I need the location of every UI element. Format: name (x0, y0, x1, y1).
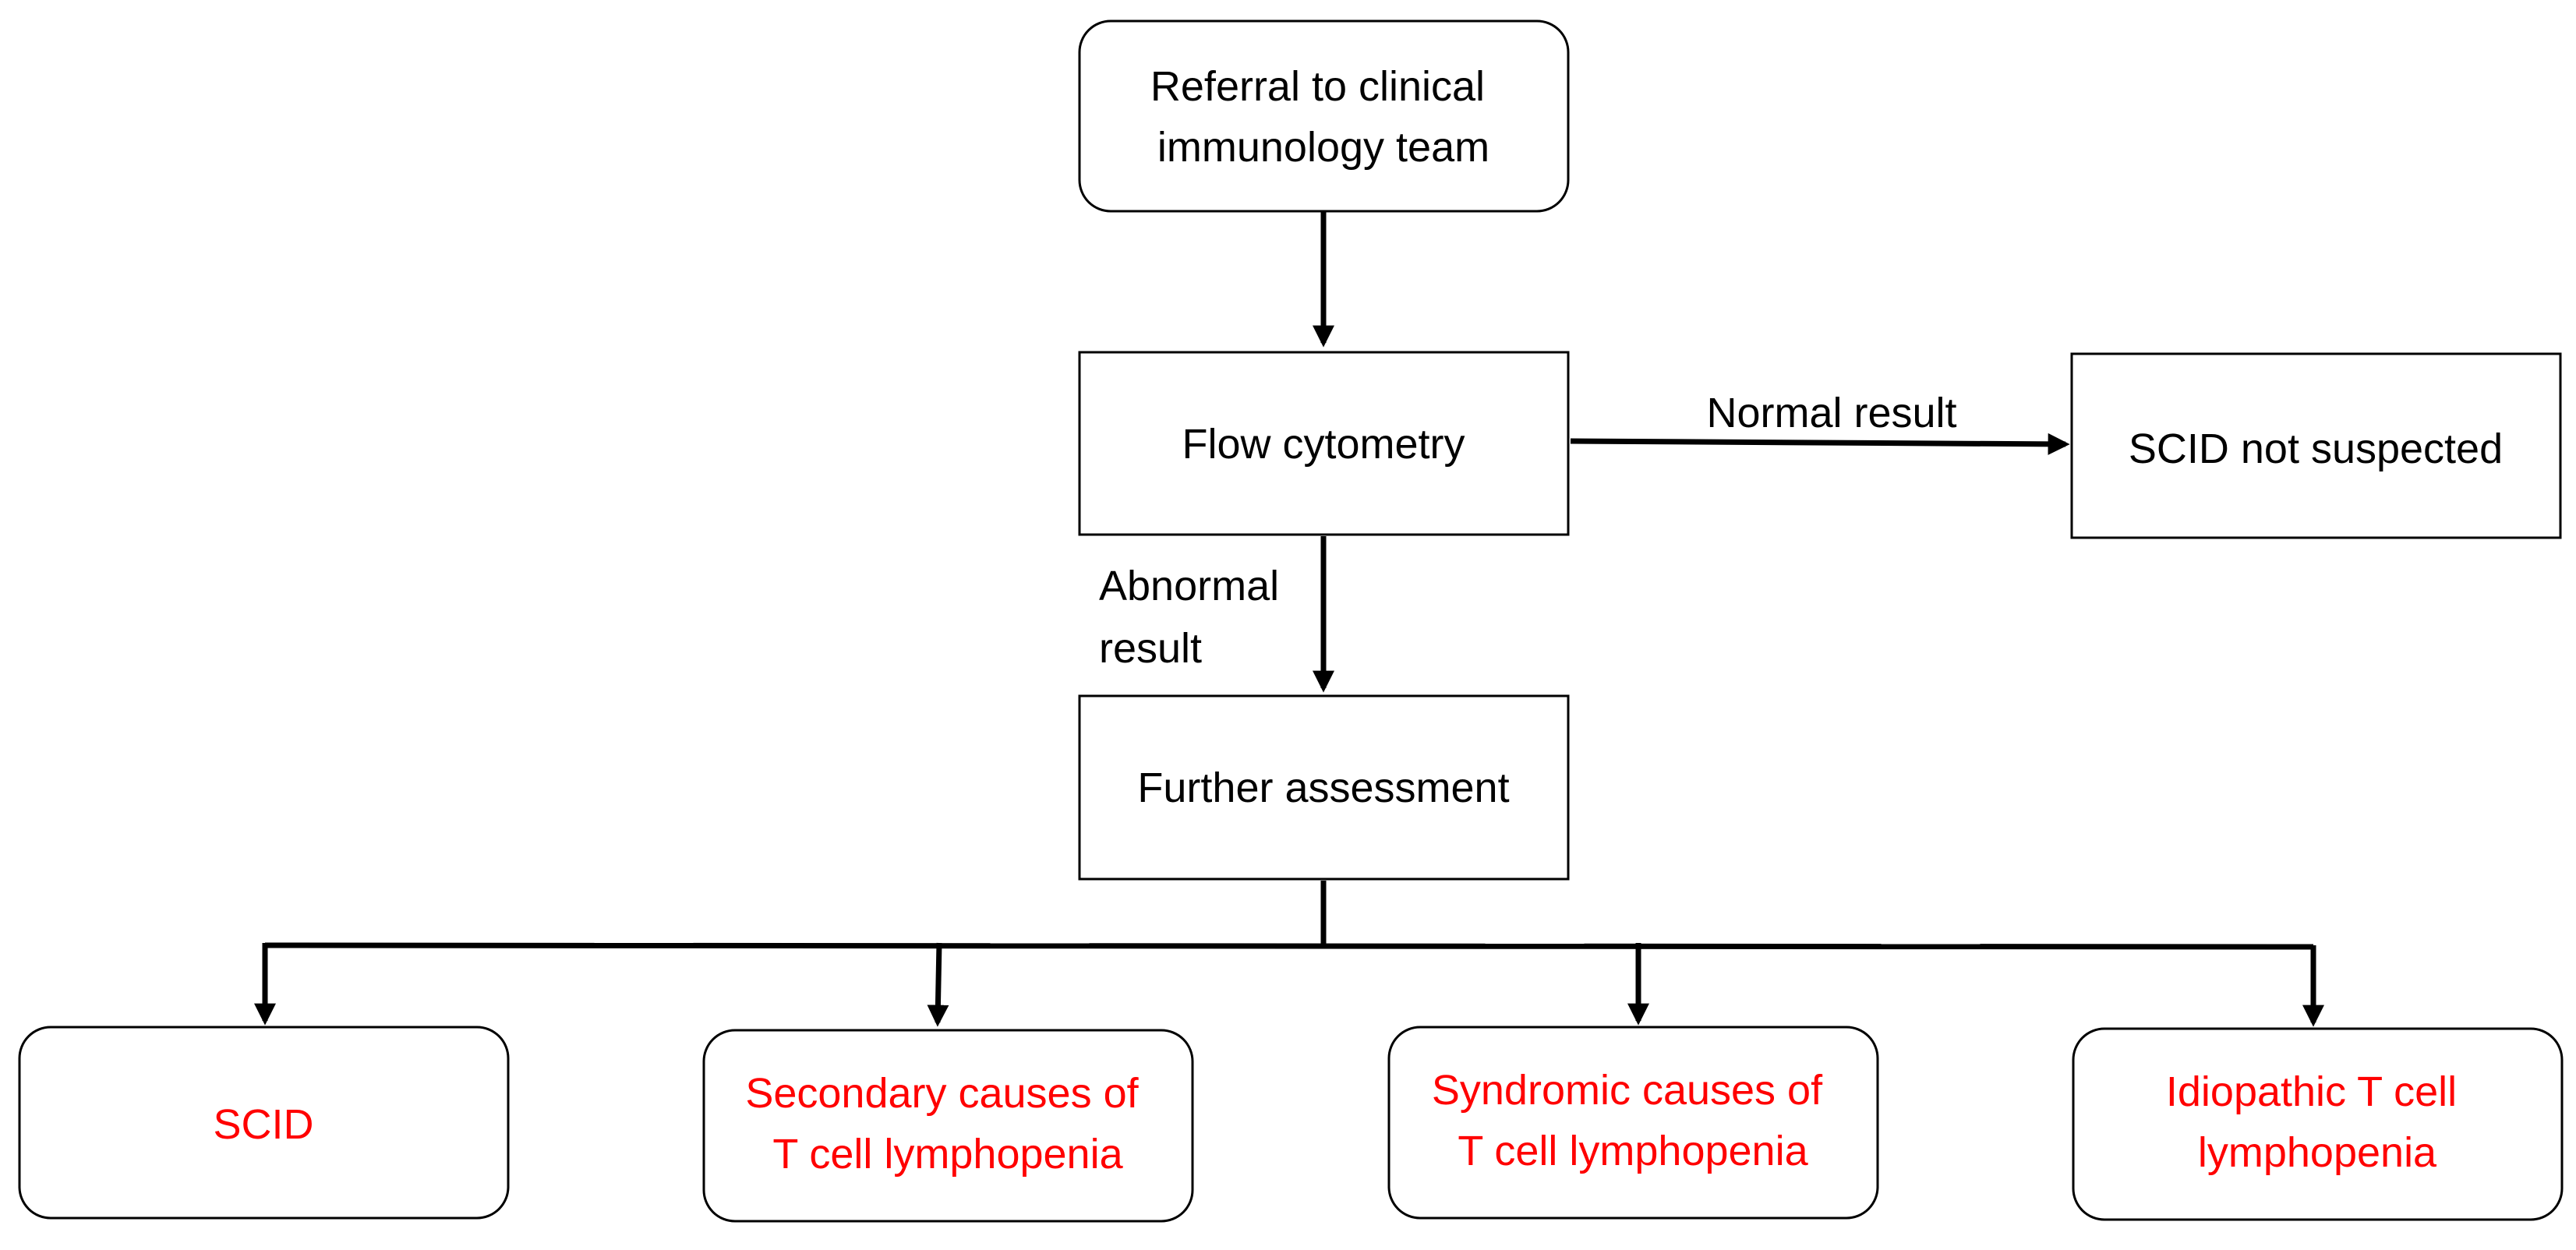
arrow-to-secondary-causes (927, 942, 949, 1027)
edges (254, 212, 2324, 1027)
node-flow-cytometry: Flow cytometry (1078, 351, 1570, 536)
svg-text:Idiopathic T cell lympho: Idiopathic T cell lymphopenia (2166, 1068, 2468, 1176)
node-idiopathic: Idiopathic T cell lymphopenia (2072, 1027, 2564, 1221)
svg-text:Secondary causes of T ce: Secondary causes of T cell lymphopenia (745, 1070, 1150, 1178)
svg-text:Syndromic causes of T ce: Syndromic causes of T cell lymphopenia (1432, 1067, 1834, 1174)
node-secondary-causes: Secondary causes of T cell lymphopenia (702, 1029, 1194, 1223)
arrow-flow-to-not-suspected (1570, 433, 2070, 455)
node-scid-not-suspected: SCID not suspected (2070, 352, 2562, 539)
svg-text:SCID not suspected: SCID not suspected (2129, 425, 2503, 472)
edge-label-abnormal-result: Abnormal result (1099, 563, 1291, 672)
node-referral: Referral to clinical immunology team (1078, 19, 1570, 213)
svg-text:Referral to clinical imm: Referral to clinical immunology team (1150, 63, 1496, 171)
node-scid: SCID (18, 1026, 510, 1220)
svg-text:Further assessment: Further assessment (1137, 764, 1509, 811)
edge-label-normal-result: Normal result (1706, 390, 1956, 436)
node-syndromic-causes: Syndromic causes of T cell lymphopenia (1387, 1026, 1879, 1220)
connector-horizontal-bar (264, 942, 2314, 950)
node-further-assessment: Further assessment (1078, 694, 1570, 881)
svg-text:SCID: SCID (213, 1101, 313, 1148)
svg-text:Flow cytometry: Flow cytometry (1182, 421, 1465, 468)
